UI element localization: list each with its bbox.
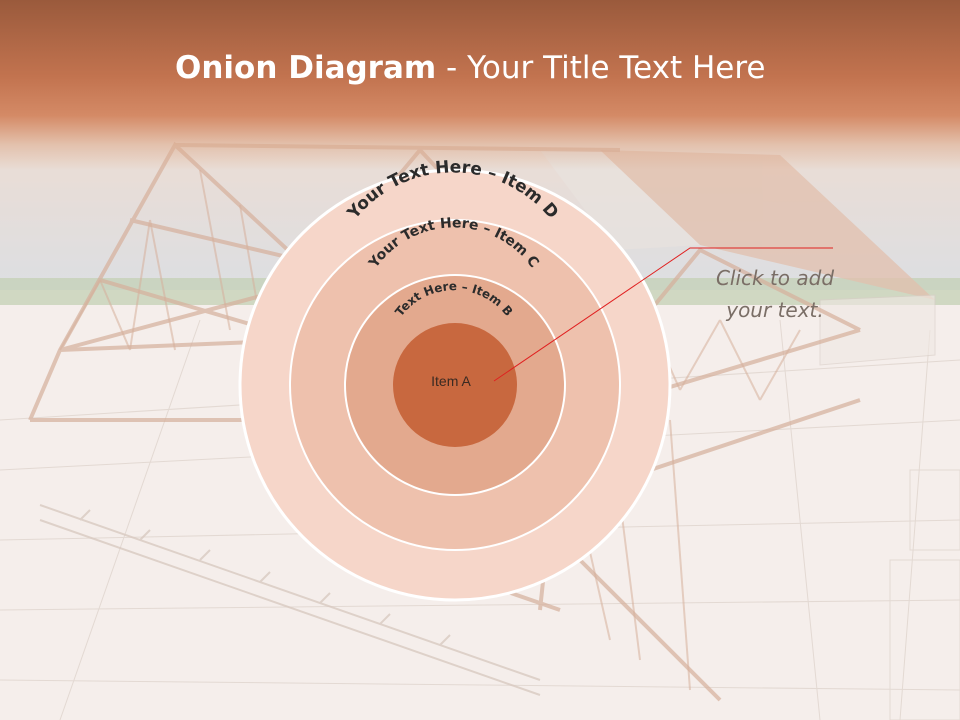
callout-leader-line bbox=[493, 247, 833, 382]
title-rest: - Your Title Text Here bbox=[436, 50, 766, 86]
page-title: Onion Diagram - Your Title Text Here bbox=[175, 46, 935, 90]
header-band bbox=[0, 0, 960, 170]
blueprint-lines bbox=[0, 319, 960, 720]
callout-text[interactable]: Click to add your text. bbox=[715, 266, 835, 322]
blueprint-beam bbox=[39, 504, 541, 696]
label-item-a: Item A bbox=[431, 373, 471, 389]
onion-layer-a[interactable] bbox=[393, 323, 517, 447]
roof-panels bbox=[540, 150, 935, 300]
title-bold: Onion Diagram bbox=[175, 50, 437, 86]
